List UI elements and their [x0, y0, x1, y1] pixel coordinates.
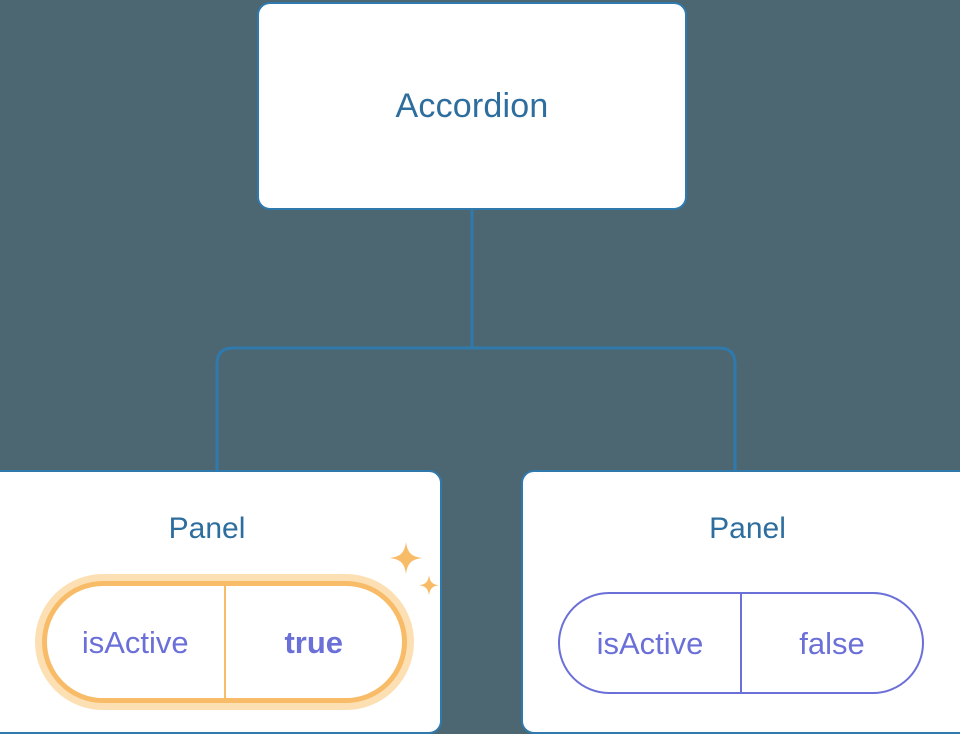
node-panel-active-title: Panel	[168, 512, 246, 545]
node-panel-active[interactable]: Panel isActive true	[0, 470, 442, 734]
prop-value-label: false	[740, 594, 922, 692]
prop-key-label: isActive	[81, 624, 189, 660]
prop-value-label: true	[223, 586, 403, 698]
prop-pill-isactive-true[interactable]: isActive true	[35, 574, 414, 710]
node-panel-inactive-title: Panel	[709, 512, 786, 545]
prop-pill-isactive-false[interactable]: isActive false	[558, 592, 924, 694]
node-accordion-title: Accordion	[395, 87, 549, 125]
node-accordion[interactable]: Accordion	[257, 2, 687, 210]
prop-pill-inner: isActive true	[42, 581, 407, 703]
prop-key-label: isActive	[596, 625, 704, 661]
node-panel-inactive[interactable]: Panel isActive false	[521, 470, 960, 734]
